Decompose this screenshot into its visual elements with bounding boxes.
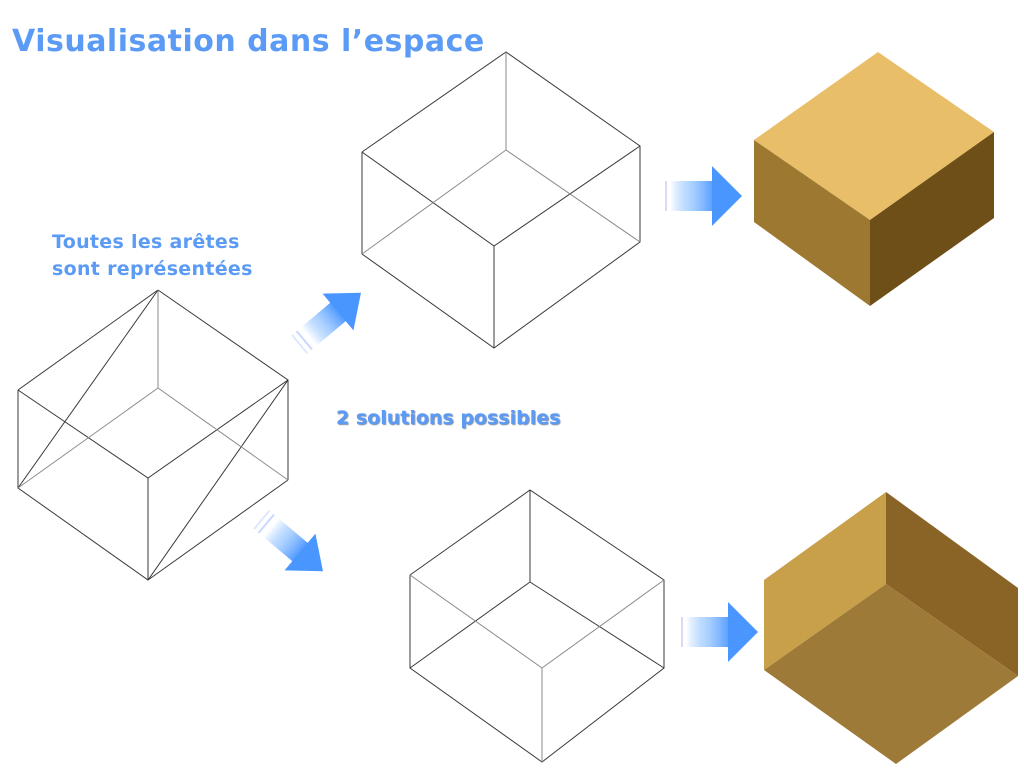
cube-left-face	[764, 492, 886, 670]
arrow-up-right-icon	[291, 292, 361, 354]
arrow-right-icon	[665, 166, 742, 226]
solid-cube-solution-2	[764, 492, 1018, 764]
cube-bottom-face	[764, 584, 1018, 764]
arrow-right-icon	[681, 602, 758, 662]
all-edges-caption: Toutes les arêtes sont représentées	[52, 229, 253, 283]
cube-left-face	[754, 140, 870, 306]
page-title: Visualisation dans l’espace	[12, 24, 485, 59]
wireframe-cube-solution-2	[409, 489, 665, 763]
wireframe-cube-all-edges	[17, 289, 289, 581]
solid-cube-solution-1	[754, 52, 994, 306]
wireframe-cube-solution-1	[361, 51, 641, 349]
caption-line-1: Toutes les arêtes	[52, 231, 240, 253]
arrow-down-right-icon	[253, 510, 323, 572]
cube-right-face	[886, 492, 1018, 676]
cube-top-face	[754, 52, 994, 220]
caption-line-2: sont représentées	[52, 258, 253, 280]
solutions-label: 2 solutions possibles	[336, 407, 561, 429]
cube-right-face	[870, 132, 994, 306]
